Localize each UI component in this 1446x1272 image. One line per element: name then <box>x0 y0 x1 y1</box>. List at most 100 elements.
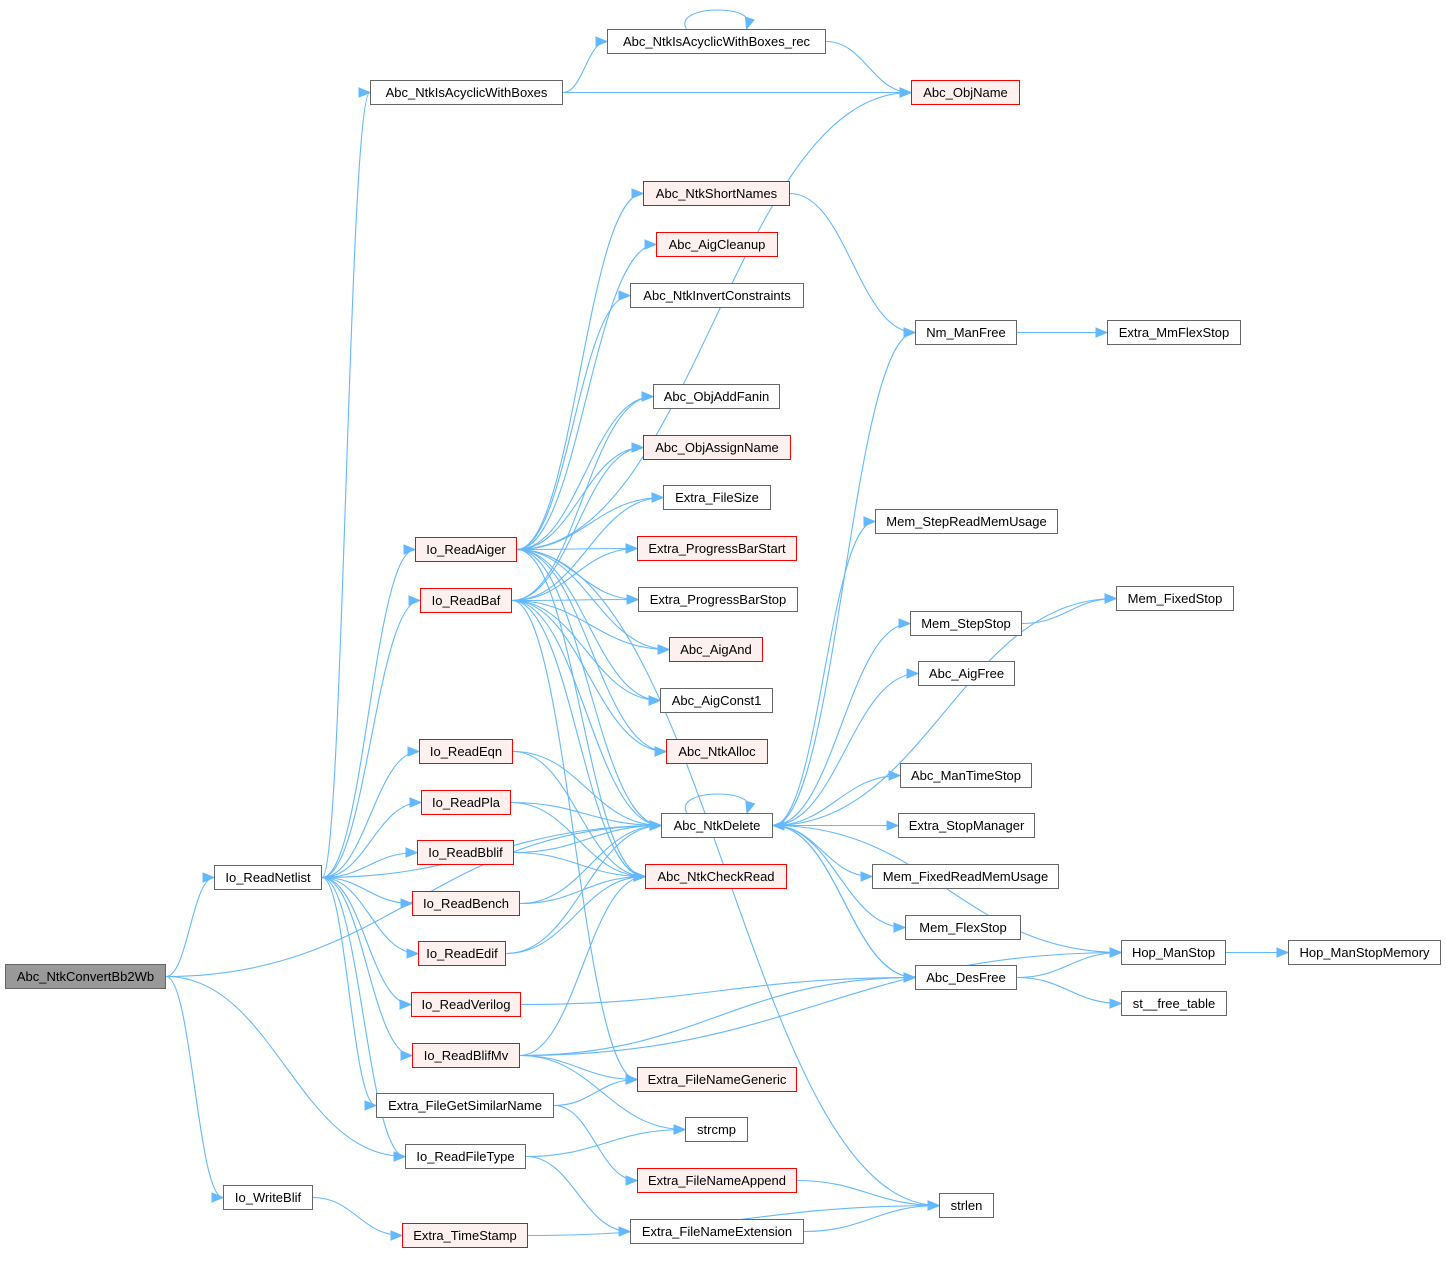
node-extra-filegetsimilarname[interactable]: Extra_FileGetSimilarName <box>376 1093 554 1118</box>
node-extra-filenameappend[interactable]: Extra_FileNameAppend <box>637 1168 797 1193</box>
edge-extra-filenameextension-to-strlen-arrowhead <box>927 1200 941 1211</box>
edge-io-readbaf-to-abc-objassignname-arrowhead <box>631 442 645 453</box>
node-st--free-table[interactable]: st__free_table <box>1121 991 1227 1016</box>
node-abc-ntkconvertbb2wb: Abc_NtkConvertBb2Wb <box>5 964 166 989</box>
edge-mem-stepstop-to-mem-fixedstop-arrowhead <box>1104 593 1118 604</box>
node-io-readedif[interactable]: Io_ReadEdif <box>418 941 506 966</box>
node-abc-ntkshortnames[interactable]: Abc_NtkShortNames <box>643 181 790 206</box>
edge-abc-ntkisacyclicwithboxes-rec-to-abc-ntkisacyclicwithboxes-rec-arrowhead <box>744 16 755 31</box>
edge-io-readaiger-to-abc-objaddfanin <box>516 395 654 551</box>
node-abc-ntkdelete[interactable]: Abc_NtkDelete <box>661 813 773 838</box>
edge-extra-filegetsimilarname-to-extra-filenamegeneric-arrowhead <box>625 1074 639 1085</box>
node-io-readfiletype[interactable]: Io_ReadFileType <box>405 1144 526 1169</box>
edge-io-readbaf-to-abc-ntkcheckread <box>511 599 646 878</box>
edge-io-readpla-to-abc-ntkdelete <box>510 801 662 827</box>
edge-abc-ntkdelete-to-mem-stepstop <box>772 622 911 827</box>
node-abc-aigcleanup[interactable]: Abc_AigCleanup <box>656 232 778 257</box>
edge-io-readblifmv-to-strcmp <box>519 1054 686 1131</box>
edge-abc-ntkconvertbb2wb-to-io-readnetlist-arrowhead <box>202 872 216 883</box>
node-abc-objaddfanin[interactable]: Abc_ObjAddFanin <box>653 384 780 409</box>
node-abc-aigfree[interactable]: Abc_AigFree <box>918 661 1015 686</box>
node-io-writeblif[interactable]: Io_WriteBlif <box>223 1185 313 1210</box>
edge-io-readverilog-to-abc-desfree <box>520 976 916 1006</box>
node-io-readeqn[interactable]: Io_ReadEqn <box>419 739 513 764</box>
node-io-readpla[interactable]: Io_ReadPla <box>421 790 511 815</box>
node-io-readblifmv[interactable]: Io_ReadBlifMv <box>412 1043 520 1068</box>
edge-mem-stepstop-to-mem-fixedstop <box>1021 597 1117 625</box>
edge-io-readbaf-to-extra-filenamegeneric <box>511 599 638 1081</box>
node-extra-filenamegeneric[interactable]: Extra_FileNameGeneric <box>637 1067 797 1092</box>
edge-abc-ntkshortnames-to-nm-manfree <box>789 192 916 334</box>
node-extra-progressbarstop[interactable]: Extra_ProgressBarStop <box>638 587 798 612</box>
edge-abc-ntkdelete-to-abc-aigfree <box>772 672 919 827</box>
node-hop-manstop[interactable]: Hop_ManStop <box>1121 940 1226 965</box>
node-io-readbench[interactable]: Io_ReadBench <box>412 891 520 916</box>
node-io-readbblif[interactable]: Io_ReadBblif <box>417 840 514 865</box>
node-abc-aigand[interactable]: Abc_AigAnd <box>669 637 763 662</box>
node-mem-stepreadmemusage[interactable]: Mem_StepReadMemUsage <box>875 509 1058 534</box>
node-strcmp[interactable]: strcmp <box>685 1117 748 1142</box>
edge-abc-ntkdelete-to-abc-aigfree-arrowhead <box>906 668 920 679</box>
edge-io-readbaf-to-abc-ntkalloc <box>511 599 667 753</box>
node-io-readaiger[interactable]: Io_ReadAiger <box>415 537 517 562</box>
edge-abc-ntkdelete-to-hop-manstop <box>772 824 1122 954</box>
edge-extra-filenameextension-to-strlen <box>803 1204 940 1233</box>
edge-abc-ntkdelete-to-mem-fixedstop <box>772 597 1117 827</box>
edge-extra-filegetsimilarname-to-extra-filenameappend-arrowhead <box>625 1175 639 1186</box>
node-io-readverilog[interactable]: Io_ReadVerilog <box>411 992 521 1017</box>
node-abc-ntkcheckread[interactable]: Abc_NtkCheckRead <box>645 864 787 889</box>
node-extra-timestamp[interactable]: Extra_TimeStamp <box>402 1223 528 1248</box>
node-mem-fixedreadmemusage[interactable]: Mem_FixedReadMemUsage <box>872 864 1059 889</box>
edge-abc-ntkisacyclicwithboxes-to-abc-ntkisacyclicwithboxes-rec <box>562 40 608 94</box>
edge-io-readaiger-to-abc-objname <box>516 91 912 551</box>
edge-io-readbaf-to-abc-objaddfanin-arrowhead <box>641 391 655 402</box>
node-extra-stopmanager[interactable]: Extra_StopManager <box>898 813 1035 838</box>
edge-io-readnetlist-to-io-readbench-arrowhead <box>400 898 414 909</box>
node-io-readbaf[interactable]: Io_ReadBaf <box>420 588 512 613</box>
node-abc-objname[interactable]: Abc_ObjName <box>911 80 1020 105</box>
node-abc-objassignname[interactable]: Abc_ObjAssignName <box>643 435 791 460</box>
edge-io-readbblif-to-abc-ntkdelete <box>513 824 662 854</box>
node-abc-ntkisacyclicwithboxes[interactable]: Abc_NtkIsAcyclicWithBoxes <box>370 80 563 105</box>
node-abc-aigconst1[interactable]: Abc_AigConst1 <box>660 688 773 713</box>
node-mem-fixedstop[interactable]: Mem_FixedStop <box>1116 586 1234 611</box>
node-mem-stepstop[interactable]: Mem_StepStop <box>910 611 1022 636</box>
edge-io-readaiger-to-abc-ntkdelete <box>516 548 662 827</box>
edge-extra-filegetsimilarname-to-extra-filenameappend <box>553 1104 638 1182</box>
edge-io-readnetlist-to-io-readpla-arrowhead <box>409 797 423 808</box>
edge-io-readnetlist-to-io-readbaf-arrowhead <box>408 595 422 606</box>
edge-io-readaiger-to-abc-aigconst1 <box>516 548 661 702</box>
edge-io-readfiletype-to-extra-filenameextension <box>525 1155 631 1233</box>
edge-io-readaiger-to-abc-ntkinvertconstraints-arrowhead <box>618 290 632 301</box>
edge-io-readbaf-to-extra-progressbarstart <box>511 547 638 602</box>
node-extra-progressbarstart[interactable]: Extra_ProgressBarStart <box>637 536 797 561</box>
edge-io-readbaf-to-abc-aigconst1 <box>511 599 661 702</box>
node-abc-mantimestop[interactable]: Abc_ManTimeStop <box>900 763 1032 788</box>
edge-io-readnetlist-to-abc-ntkisacyclicwithboxes <box>321 91 371 879</box>
edge-io-readaiger-to-abc-ntkcheckread <box>516 548 646 878</box>
edge-io-readnetlist-to-io-readedif <box>321 876 419 955</box>
edge-io-readbaf-to-abc-ntkdelete <box>511 599 662 827</box>
edge-io-readaiger-to-extra-progressbarstart <box>516 547 638 551</box>
node-abc-ntkinvertconstraints[interactable]: Abc_NtkInvertConstraints <box>630 283 804 308</box>
node-extra-filenameextension[interactable]: Extra_FileNameExtension <box>630 1219 804 1244</box>
node-abc-ntkalloc[interactable]: Abc_NtkAlloc <box>666 739 768 764</box>
edge-abc-ntkisacyclicwithboxes-rec-to-abc-ntkisacyclicwithboxes-rec <box>684 9 749 30</box>
edge-abc-desfree-to-hop-manstop-arrowhead <box>1109 947 1123 958</box>
edge-io-readblifmv-to-hop-manstop <box>519 951 1122 1057</box>
node-hop-manstopmemory[interactable]: Hop_ManStopMemory <box>1288 940 1441 965</box>
edge-io-readnetlist-to-io-readeqn-arrowhead <box>407 746 421 757</box>
node-abc-desfree[interactable]: Abc_DesFree <box>915 965 1017 990</box>
node-nm-manfree[interactable]: Nm_ManFree <box>915 320 1017 345</box>
node-abc-ntkisacyclicwithboxes-rec[interactable]: Abc_NtkIsAcyclicWithBoxes_rec <box>607 29 826 54</box>
edge-abc-ntkconvertbb2wb-to-io-writeblif <box>165 975 224 1199</box>
node-io-readnetlist[interactable]: Io_ReadNetlist <box>214 865 322 890</box>
node-extra-mmflexstop[interactable]: Extra_MmFlexStop <box>1107 320 1241 345</box>
edge-io-readedif-to-abc-ntkcheckread <box>505 875 646 955</box>
node-mem-flexstop[interactable]: Mem_FlexStop <box>905 915 1021 940</box>
node-strlen[interactable]: strlen <box>939 1193 994 1218</box>
edge-io-readaiger-to-abc-objassignname <box>516 446 644 551</box>
node-extra-filesize[interactable]: Extra_FileSize <box>663 485 771 510</box>
edge-io-readbaf-to-abc-aigconst1-arrowhead <box>648 695 662 706</box>
edge-io-readnetlist-to-io-readverilog <box>321 876 412 1006</box>
